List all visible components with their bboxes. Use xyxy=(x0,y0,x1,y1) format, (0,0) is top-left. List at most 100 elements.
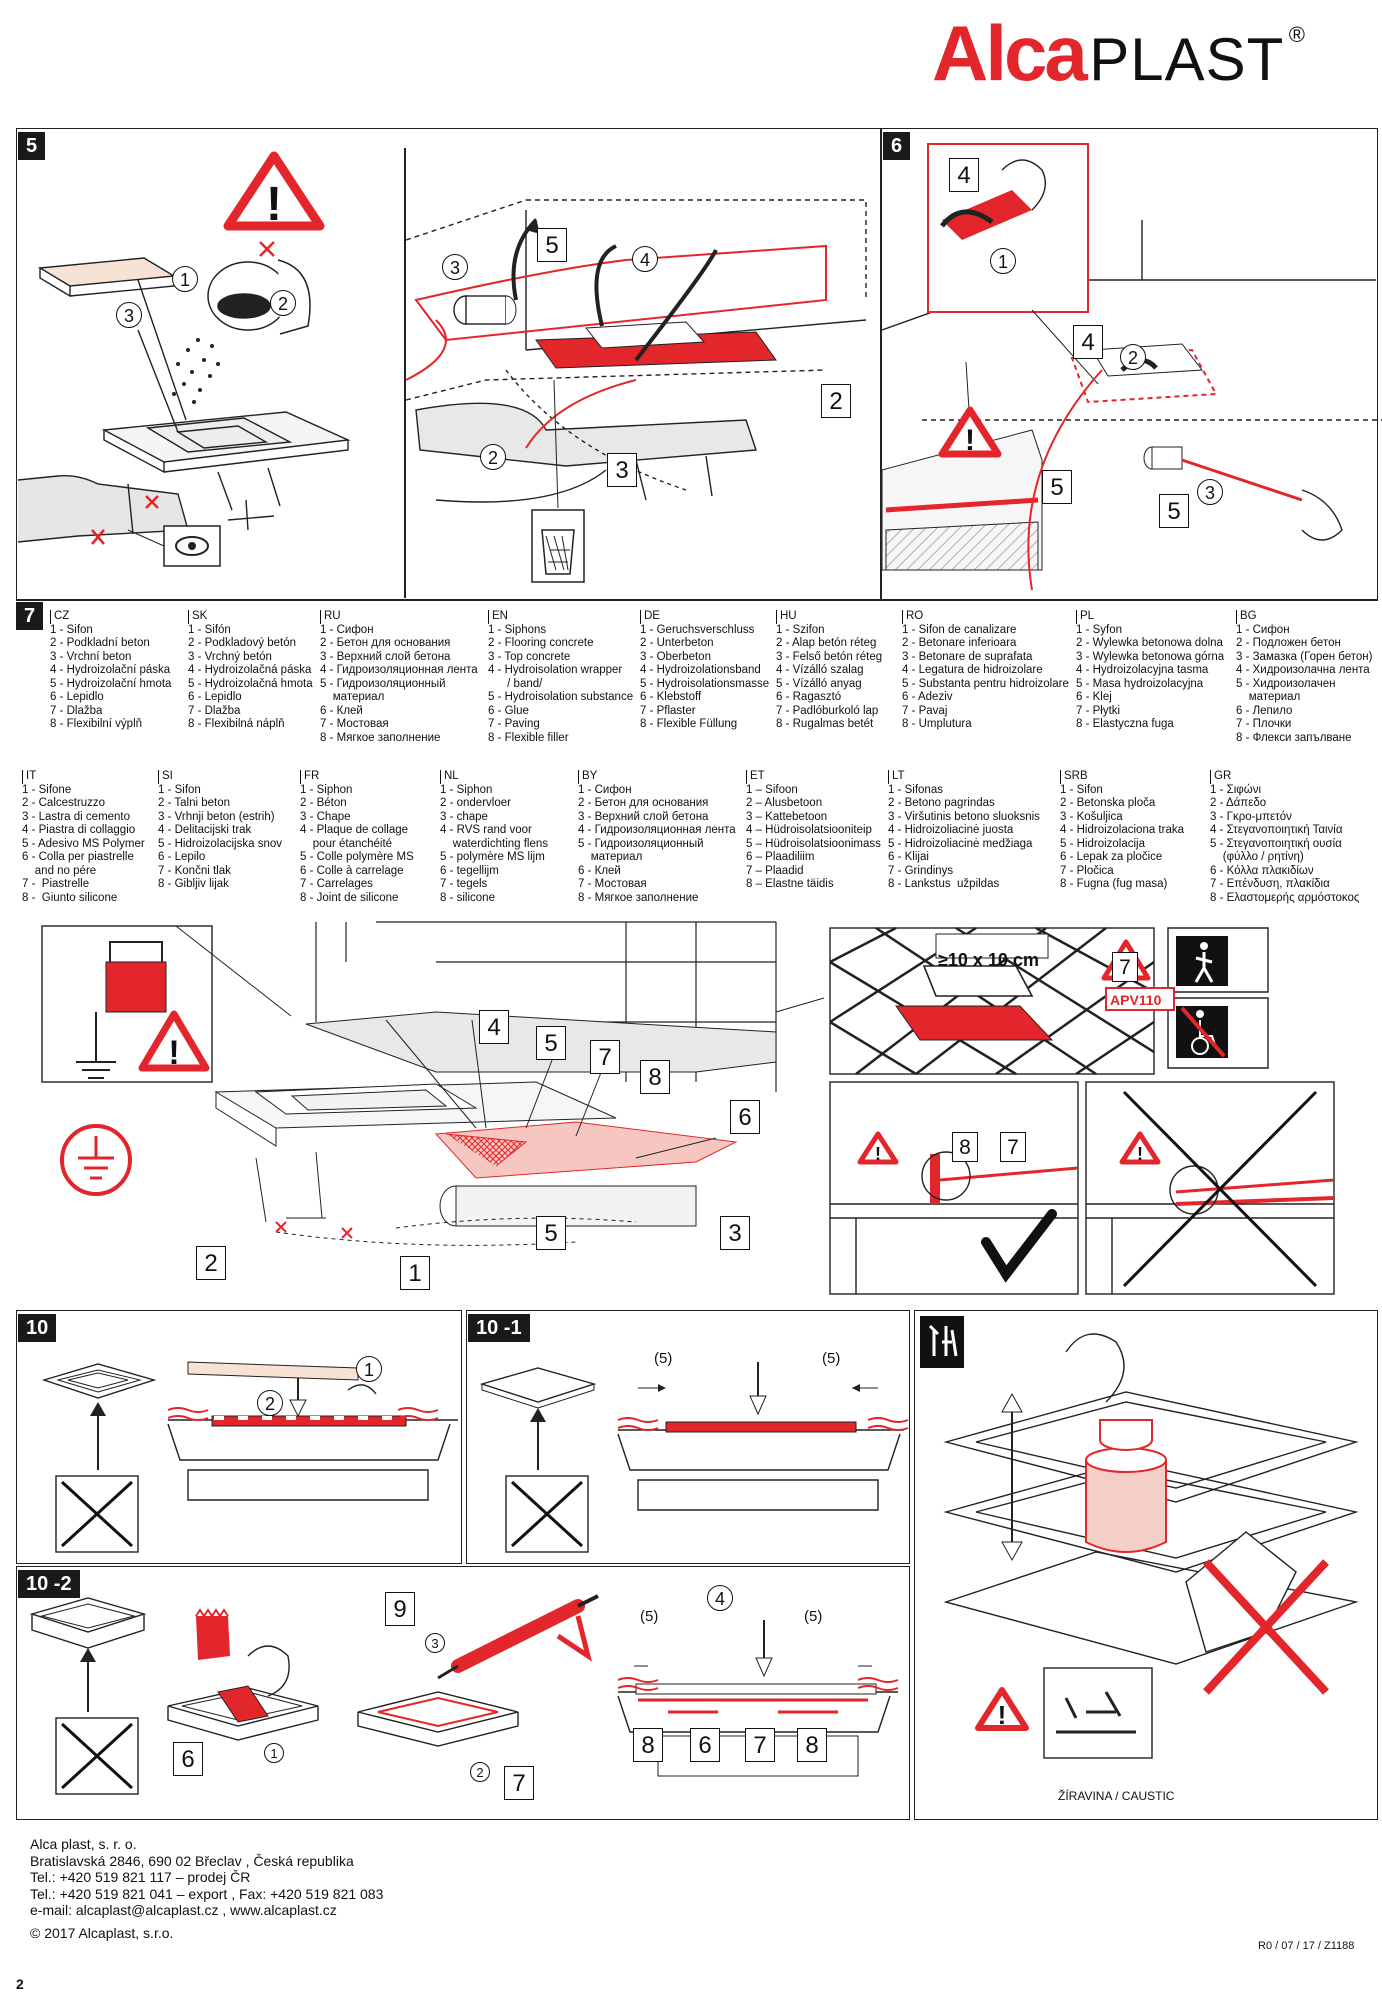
legend-item: 3 - Viršutinis betono sluoksnis xyxy=(888,810,1040,823)
callout-2: 2 xyxy=(470,1762,490,1782)
legend-item: 7 - Pflaster xyxy=(640,704,696,717)
legend-item: 3 - Верхний слой бетона xyxy=(578,810,709,823)
callout-3: 3 xyxy=(116,302,142,328)
legend-item: 7 - Dlažba xyxy=(50,704,103,717)
legend-item: 2 - Wylewka betonowa dolna xyxy=(1076,637,1223,649)
callout-3: 3 xyxy=(607,453,637,487)
legend-item: 3 - Top concrete xyxy=(488,650,571,663)
callout-4: 4 xyxy=(479,1010,509,1044)
legend-item: 4 – Hüdroisolatsiooniteip xyxy=(746,824,872,836)
legend-item: 2 – Alusbetoon xyxy=(746,797,823,809)
callout-6: 6 xyxy=(730,1100,760,1134)
apv-label: APV110 xyxy=(1110,992,1162,1008)
legend-item: / band/ xyxy=(488,677,543,690)
legend-item: and no pére xyxy=(22,864,97,877)
callout-3: 3 xyxy=(720,1216,750,1250)
legend-item: 5 - Hidroizolacija xyxy=(1060,837,1146,850)
legend-item: 7 - tegels xyxy=(440,878,488,890)
callout-5: 5 xyxy=(1159,494,1189,528)
legend-item: 5 - Hydroisolation substance xyxy=(488,691,634,703)
legend-item: 6 - Colle à carrelage xyxy=(300,864,404,877)
callout-7: 7 xyxy=(1000,1132,1026,1162)
legend-item: 2 - Δάπεδο xyxy=(1210,797,1267,809)
legend-item: 3 - Γκρο-μπετόν xyxy=(1210,810,1292,823)
legend-item: 8 - Flexibilní výplň xyxy=(50,718,143,730)
legend-item: 3 - Vrchný betón xyxy=(188,650,272,663)
legend-item: 3 - Верхний слой бетона xyxy=(320,650,451,663)
svg-text:!: ! xyxy=(965,424,975,457)
legend-item: 8 - Elastyczna fuga xyxy=(1076,718,1174,730)
legend-lang: BG xyxy=(1236,610,1372,624)
legend-item: 1 – Sifoon xyxy=(746,783,798,796)
legend-item: 1 - Σιφώνι xyxy=(1210,783,1262,796)
legend-item: 2 - Бетон для основания xyxy=(578,797,709,809)
legend-item: 8 - Мягкое заполнение xyxy=(578,891,699,904)
legend-item: 3 - Chape xyxy=(300,810,351,823)
legend-lang: RO xyxy=(902,610,1069,624)
illustration-step10-1 xyxy=(479,1362,909,1553)
legend-item: 8 - Lankstus užpildas xyxy=(888,878,1000,890)
callout-5: 5 xyxy=(537,228,567,262)
legend-item: 1 - Sifone xyxy=(22,783,72,796)
legend-item: 1 - Sifon xyxy=(158,783,201,796)
legend-item: 1 - Siphon xyxy=(440,783,493,796)
callout-2: 2 xyxy=(480,444,506,470)
section-divider xyxy=(16,599,1378,601)
legend-item: 5 - Гидроизоляционный xyxy=(578,837,704,850)
gap-label: (5) xyxy=(822,1350,841,1367)
callout-8: 8 xyxy=(952,1132,978,1162)
legend-lang: ET xyxy=(746,770,881,784)
legend-item: 4 - Hydroisolation wrapper xyxy=(488,664,623,676)
legend-item: 4 - Piastra di collaggio xyxy=(22,824,136,836)
legend-item: 8 - Giunto silicone xyxy=(22,891,118,904)
legend-lang: HU xyxy=(776,610,882,624)
illustration-step5-pour: ! xyxy=(17,151,351,567)
legend-item: 8 - Flexible Füllung xyxy=(640,718,738,730)
legend-item: 4 - Хидроизолачна лента xyxy=(1236,664,1370,676)
legend-item: 2 - ondervloer xyxy=(440,797,511,809)
legend-item: 5 - Colle polymère MS xyxy=(300,851,414,863)
legend-item: 8 - Gibljiv lijak xyxy=(158,878,229,890)
legend-item: 7 – Plaadid xyxy=(746,864,804,877)
copyright: © 2017 Alcaplast, s.r.o. xyxy=(30,1924,174,1941)
callout-6: 6 xyxy=(173,1742,203,1776)
legend-item: 5 - Hidroizoliacinė medžiaga xyxy=(888,837,1033,850)
legend-item: 4 - Hydroizolacyjna tasma xyxy=(1076,664,1209,676)
legend-item: 5 - Masa hydroizolacyjna xyxy=(1076,677,1204,690)
callout-6: 6 xyxy=(690,1728,720,1762)
legend-lang: PL xyxy=(1076,610,1224,624)
legend-item: 3 - Замазка (Горен бетон) xyxy=(1236,650,1373,663)
brand-plast: PLAST xyxy=(1089,26,1285,93)
legend-item: 6 - Klijai xyxy=(888,851,929,863)
size-label: ≥10 x 10 cm xyxy=(938,950,1039,970)
legend-item: 7 - Pavaj xyxy=(902,704,948,717)
legend-item: 1 - Siphon xyxy=(300,783,353,796)
legend-item: 4 - Legatura de hidroizolare xyxy=(902,664,1043,676)
caustic-label: ŽÍRAVINA / CAUSTIC xyxy=(1058,1789,1175,1803)
brand-registered: ® xyxy=(1288,22,1305,47)
legend-item: 1 - Sifon de canalizare xyxy=(902,623,1017,636)
step-number: 5 xyxy=(18,132,46,160)
phone-sales: Tel.: +420 519 821 117 – prodej ČR xyxy=(30,1869,251,1885)
callout-7: 7 xyxy=(504,1766,534,1800)
callout-5: 5 xyxy=(536,1026,566,1060)
legend-lang: SK xyxy=(188,610,313,624)
callout-7: 7 xyxy=(1112,952,1138,982)
legend-item: 6 - Κόλλα πλακιδίων xyxy=(1210,864,1314,877)
callout-2: 2 xyxy=(257,1390,283,1416)
callout-4: 4 xyxy=(949,158,979,192)
callout-5: 5 xyxy=(536,1216,566,1250)
callout-1: 1 xyxy=(264,1743,284,1763)
legend-item: материал xyxy=(320,691,385,703)
legend-item: 5 - Στεγανοποιητική ουσία xyxy=(1210,837,1342,850)
legend-item: 7 - Paving xyxy=(488,718,540,730)
